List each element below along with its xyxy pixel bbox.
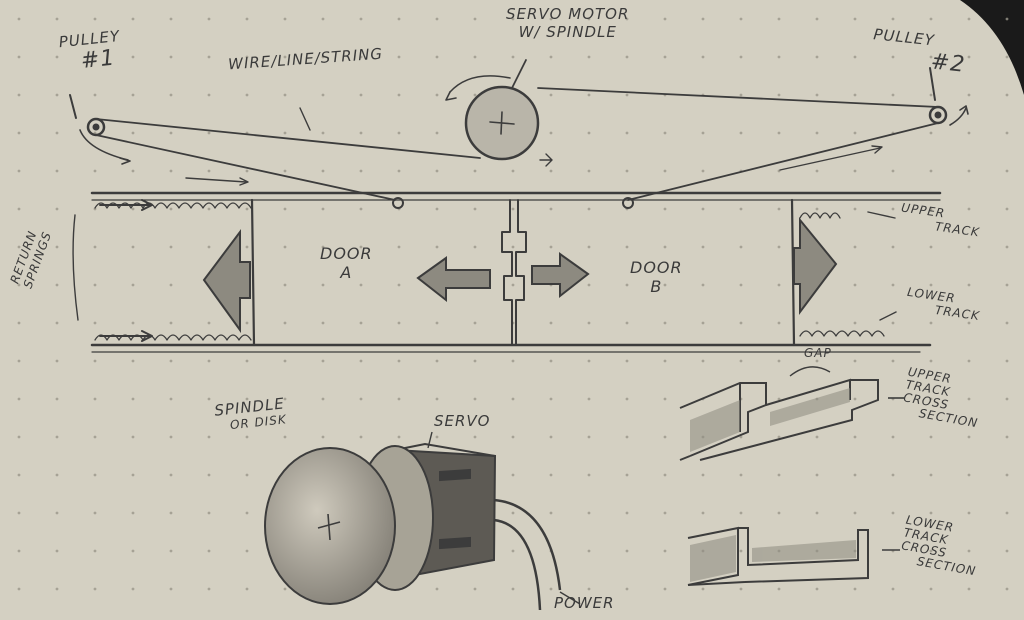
wire-line: [95, 87, 939, 201]
upper-track-cross-section: [679, 366, 904, 461]
servo-label: SERVO: [434, 412, 491, 430]
servo-motor-spindle: [445, 59, 540, 161]
left-arrow-shaded: [202, 229, 251, 334]
return-springs: [72, 199, 252, 342]
servo-assembly: [264, 431, 581, 611]
right-springs: [799, 211, 897, 337]
servo-motor-label: SERVO MOTOR W/ SPINDLE: [506, 5, 630, 41]
power-label: POWER: [554, 594, 615, 612]
door-a: [250, 198, 513, 347]
door-a-left-arrow: [416, 256, 491, 303]
door-b-right-arrow: [531, 252, 590, 299]
lower-track-cross-section: [687, 526, 900, 586]
door-a-cable-anchor: [392, 197, 404, 209]
power-cable: [493, 498, 562, 611]
pulley-1-label: PULLEY #1: [57, 26, 121, 75]
door-a-label: DOOR A: [320, 244, 373, 282]
spindle-disk: [264, 447, 396, 605]
upper-track: [90, 191, 942, 201]
door-b-label: DOOR B: [630, 258, 683, 296]
right-arrow-shaded: [793, 217, 838, 315]
gap-label: GAP: [804, 346, 832, 360]
door-b-cable-anchor: [622, 197, 634, 209]
